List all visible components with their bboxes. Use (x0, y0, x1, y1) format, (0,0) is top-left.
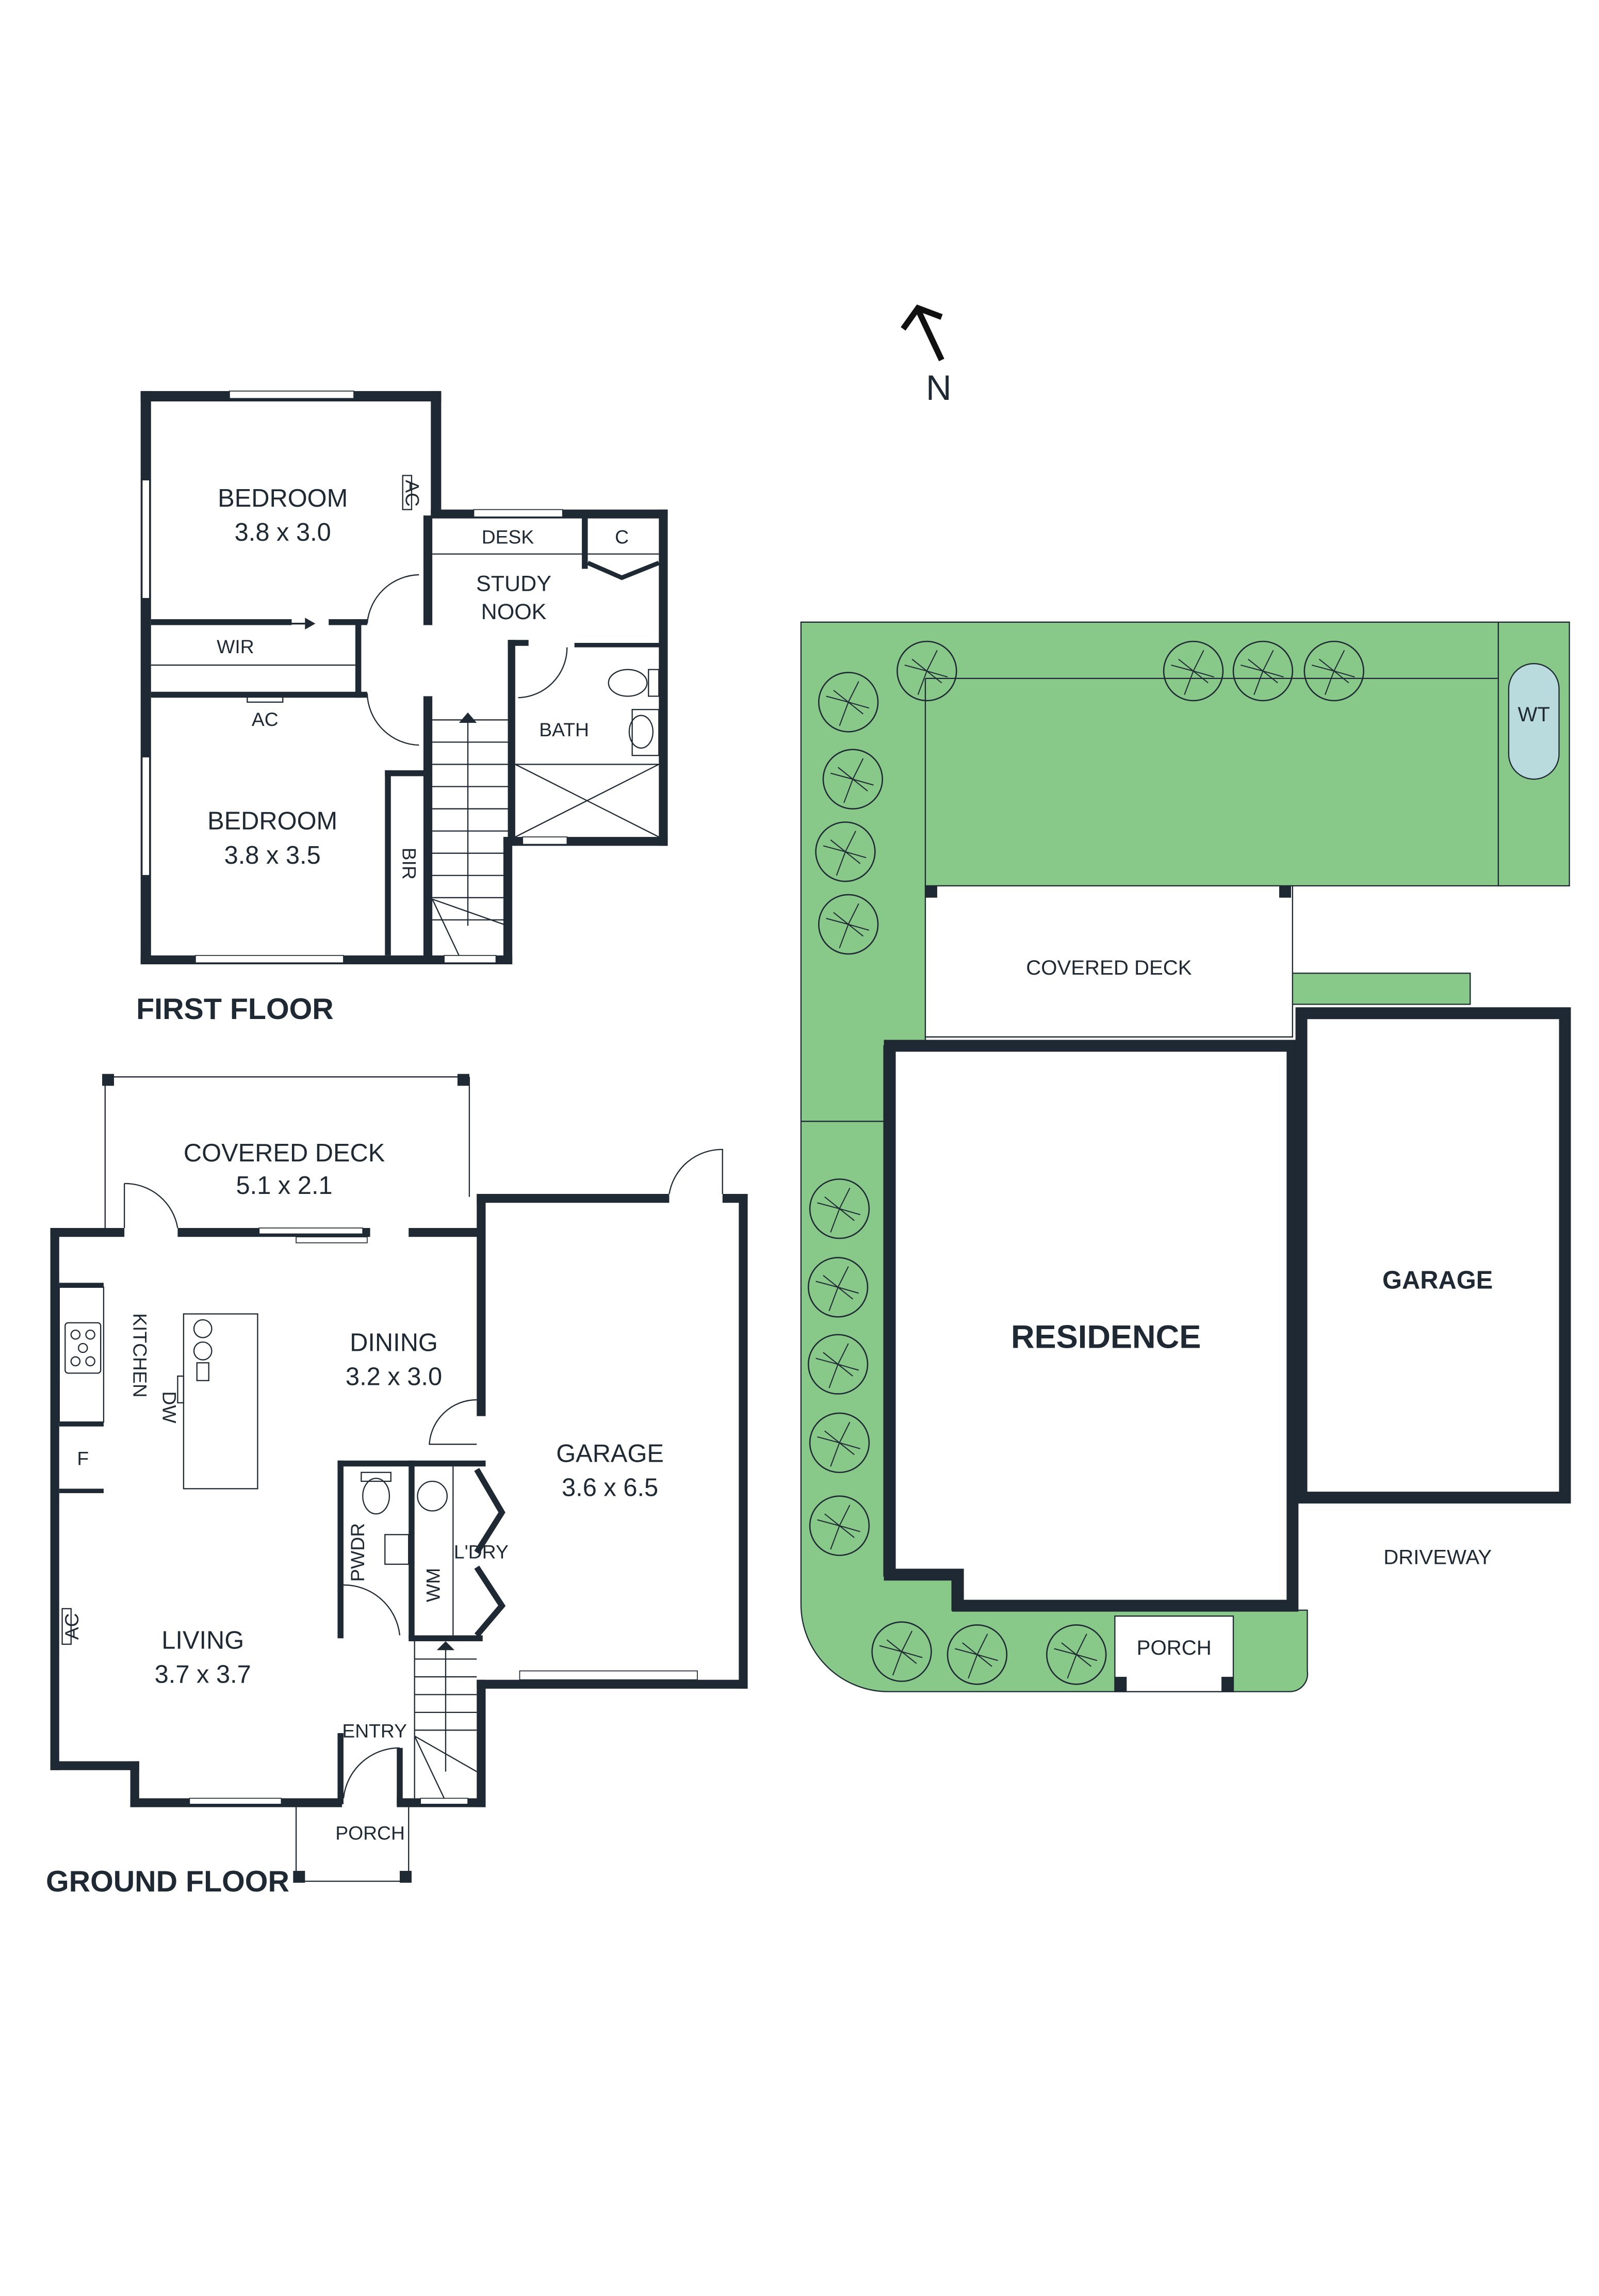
driveway-label: DRIVEWAY (1383, 1546, 1492, 1569)
compass: N (901, 304, 952, 408)
ac-label: AC (61, 1613, 83, 1640)
bedroom-1-label: BEDROOM (218, 484, 348, 512)
entry-label: ENTRY (342, 1720, 407, 1742)
study-nook-label-1: STUDY (476, 572, 551, 596)
bedroom-2-label: BEDROOM (207, 807, 337, 835)
desk-label: DESK (482, 526, 534, 548)
ac-label-1: AC (401, 480, 423, 507)
ground-floor-plan: COVERED DECK 5.1 x 2.1 DINING 3.2 x 3.0 … (46, 1074, 748, 1898)
north-arrow-icon (901, 304, 944, 362)
dining-dims: 3.2 x 3.0 (346, 1363, 442, 1390)
ground-floor-title: GROUND FLOOR (46, 1865, 289, 1898)
first-floor-plan: BEDROOM 3.8 x 3.0 BEDROOM 3.8 x 3.5 STUD… (136, 391, 668, 1026)
fridge-label: F (77, 1447, 89, 1469)
bedroom-1-dims: 3.8 x 3.0 (235, 519, 331, 546)
cupboard-label: C (615, 526, 629, 548)
dining-label: DINING (350, 1329, 438, 1356)
first-floor-title: FIRST FLOOR (136, 993, 334, 1026)
laundry-label: L'DRY (454, 1541, 509, 1562)
living-dims: 3.7 x 3.7 (155, 1660, 251, 1688)
kitchen-label: KITCHEN (129, 1313, 151, 1398)
site-covered-deck-label: COVERED DECK (1026, 956, 1192, 979)
bir-label: BIR (399, 848, 420, 880)
site-garage-label: GARAGE (1382, 1267, 1493, 1295)
tree-icons (807, 640, 1364, 1685)
dishwasher-label: DW (159, 1391, 181, 1424)
porch-label: PORCH (335, 1822, 405, 1844)
garage-label: GARAGE (556, 1440, 664, 1468)
ac-label-2: AC (252, 708, 279, 730)
covered-deck-dims: 5.1 x 2.1 (236, 1172, 333, 1200)
powder-room-label: PWDR (347, 1523, 368, 1582)
residence-label: RESIDENCE (1011, 1319, 1201, 1355)
bedroom-2-dims: 3.8 x 3.5 (224, 842, 321, 869)
covered-deck-label: COVERED DECK (184, 1139, 385, 1167)
bath-label: BATH (539, 719, 589, 740)
washing-machine-label: WM (422, 1568, 444, 1602)
water-tank-label: WT (1518, 703, 1549, 726)
site-plan: RESIDENCE GARAGE COVERED DECK DRIVEWAY P… (800, 621, 1571, 1692)
study-nook-label-2: NOOK (481, 600, 547, 624)
water-tank-icon (1508, 663, 1560, 780)
living-label: LIVING (161, 1626, 244, 1654)
site-porch-label: PORCH (1137, 1636, 1212, 1659)
garage-dims: 3.6 x 6.5 (562, 1474, 658, 1502)
wir-label: WIR (217, 636, 254, 657)
north-label: N (926, 368, 952, 408)
